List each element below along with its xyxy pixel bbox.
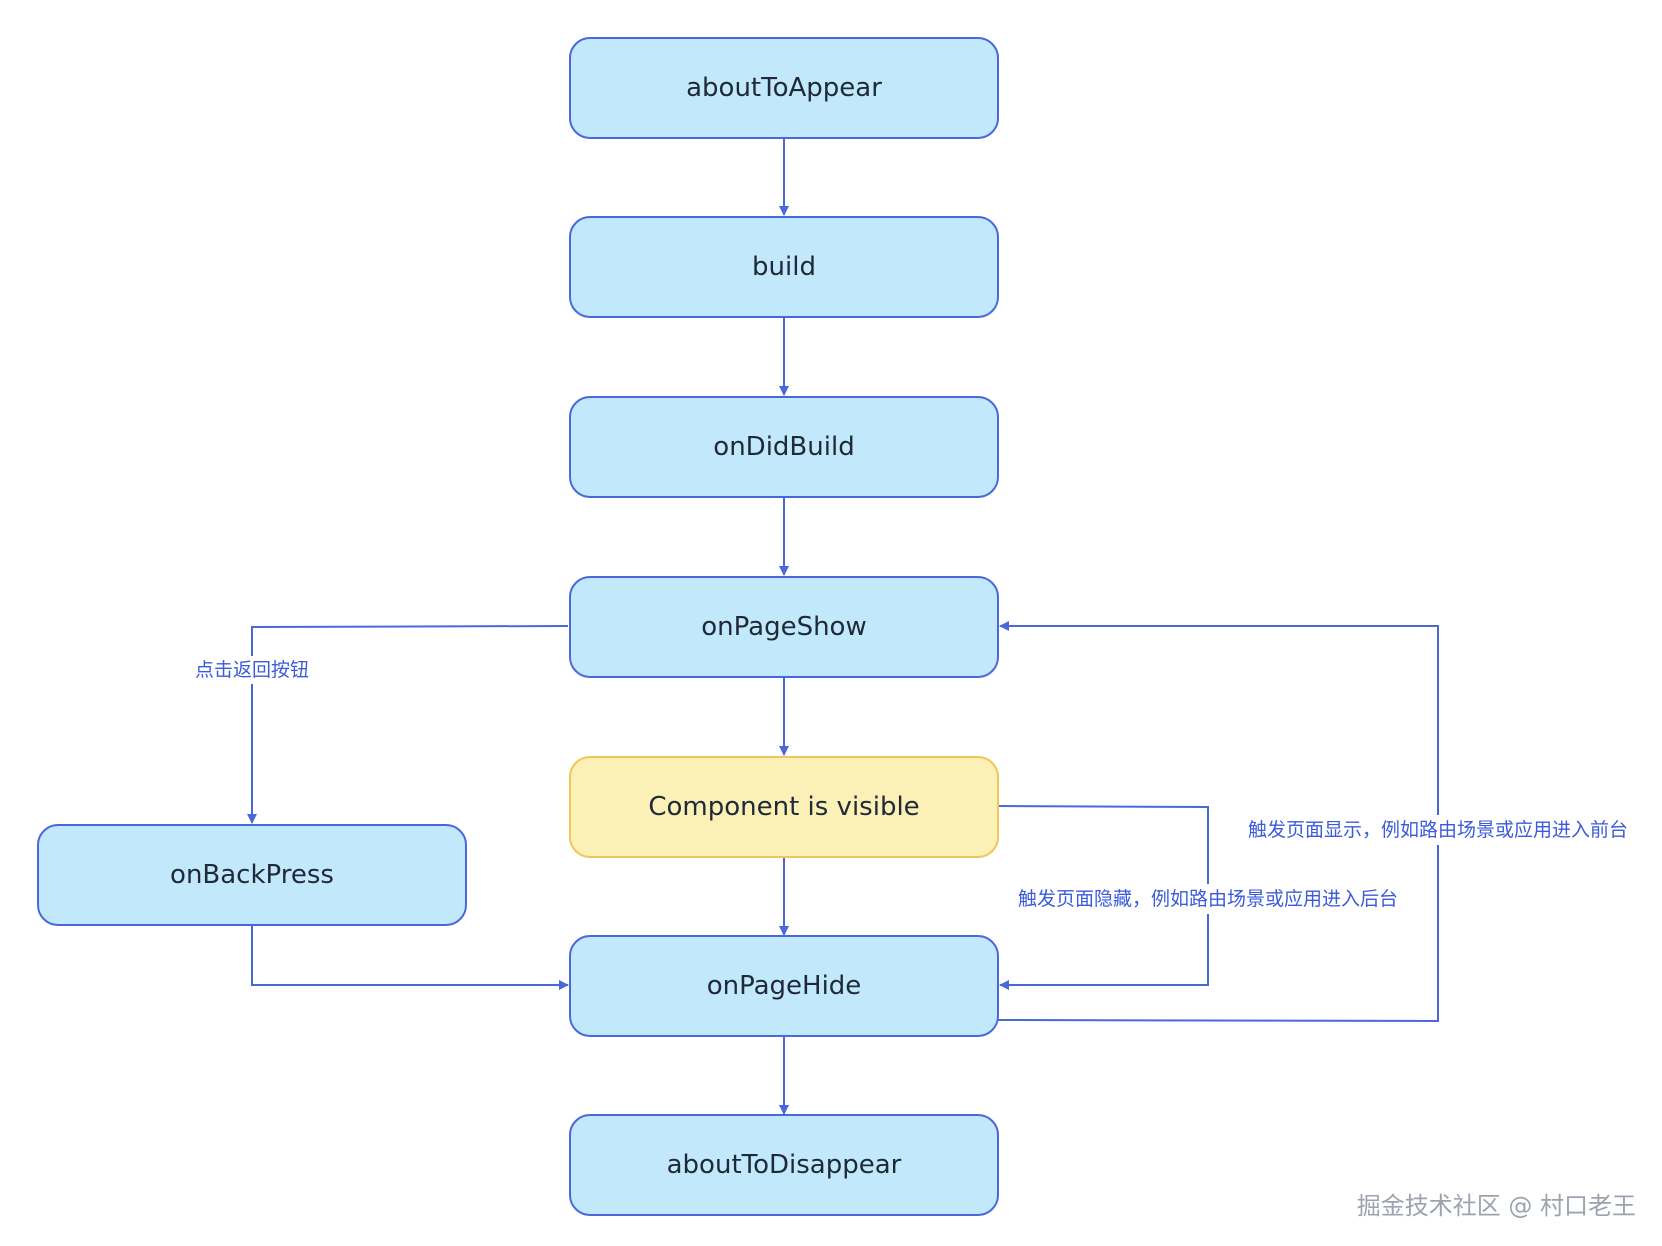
edge-label-bg-show <box>1240 815 1636 845</box>
node-component-visible: Component is visible <box>569 756 999 858</box>
node-on-back-press: onBackPress <box>37 824 467 926</box>
node-label-component-visible: Component is visible <box>648 792 919 822</box>
edge-label-bg-hide <box>1010 884 1406 914</box>
edge-label-page-show: 触发页面显示，例如路由场景或应用进入前台 <box>1248 819 1628 841</box>
node-about-to-disappear: aboutToDisappear <box>569 1114 999 1216</box>
edge-label-back-button: 点击返回按钮 <box>195 659 309 681</box>
nodes: aboutToAppear build onDidBuild onPageSho… <box>37 37 999 1216</box>
node-label-on-page-show: onPageShow <box>701 612 866 642</box>
node-label-on-did-build: onDidBuild <box>713 432 854 462</box>
node-on-page-show: onPageShow <box>569 576 999 678</box>
node-label-build: build <box>752 252 816 282</box>
node-about-to-appear: aboutToAppear <box>569 37 999 139</box>
node-on-page-hide: onPageHide <box>569 935 999 1037</box>
edge-label-page-hide: 触发页面隐藏，例如路由场景或应用进入后台 <box>1018 888 1398 910</box>
node-label-about-to-appear: aboutToAppear <box>686 73 882 103</box>
edge-pageshow-to-backpress <box>247 625 569 824</box>
watermark: 掘金技术社区 @ 村口老王 <box>1357 1192 1636 1220</box>
node-label-on-back-press: onBackPress <box>170 860 334 890</box>
node-on-did-build: onDidBuild <box>569 396 999 498</box>
edge-labels: 点击返回按钮 触发页面隐藏，例如路由场景或应用进入后台 触发页面显示，例如路由场… <box>190 656 1636 914</box>
node-label-about-to-disappear: aboutToDisappear <box>667 1150 902 1180</box>
edge-backpress-to-pagehide <box>251 926 569 990</box>
node-label-on-page-hide: onPageHide <box>707 971 862 1001</box>
edge-label-bg-back <box>190 656 314 684</box>
node-build: build <box>569 216 999 318</box>
